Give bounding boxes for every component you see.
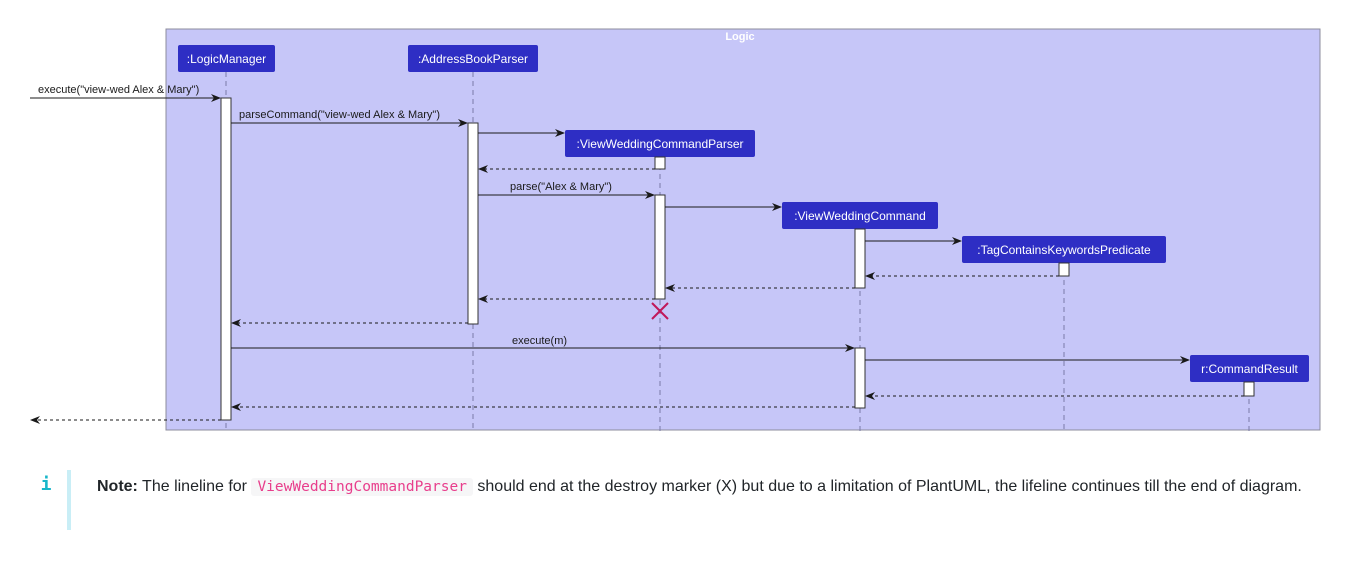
participant-label: :AddressBookParser [418,52,528,66]
activation-tckp-create [1058,262,1070,277]
message-label: parseCommand("view-wed Alex & Mary") [239,109,440,121]
sequence-diagram: Logic :LogicManager :AddressBookParser :… [30,28,1321,432]
note-callout: i Note: The lineline for ViewWeddingComm… [37,470,1327,530]
note-code: ViewWeddingCommandParser [251,478,473,496]
logic-frame [165,28,1321,431]
activations [220,97,1255,421]
activation-vwcp-create [654,156,666,170]
note-text-after: should end at the destroy marker (X) but… [472,478,1302,495]
destroy-marker-icon [651,302,669,320]
participant-label: r:CommandResult [1201,362,1298,376]
info-icon: i [40,474,52,495]
participant-view-wedding-command-parser [565,130,755,157]
message-label: execute(m) [512,335,567,347]
activation-vwc-execute [854,347,866,409]
note-text: Note: The lineline for ViewWeddingComman… [97,473,1327,501]
participant-label: :TagContainsKeywordsPredicate [977,243,1151,257]
participant-label: :ViewWeddingCommandParser [577,137,744,151]
callout-bar [67,470,71,530]
participant-label: :LogicManager [187,52,266,66]
activation-command-result [1243,381,1255,397]
message-label: parse("Alex & Mary") [510,181,612,193]
participant-address-book-parser [408,45,538,72]
participant-view-wedding-command [782,202,938,229]
activation-address-book-parser [467,122,479,325]
note-text-before: The lineline for [137,478,252,495]
message-label: execute("view-wed Alex & Mary") [38,84,199,96]
activation-logic-manager [220,97,232,421]
participant-tag-contains-keywords-predicate [962,236,1166,263]
frame-title: Logic [725,31,754,43]
participant-logic-manager [178,45,275,72]
note-label: Note: [97,478,138,495]
participant-command-result [1190,355,1309,382]
activation-vwcp-parse [654,194,666,300]
participant-label: :ViewWeddingCommand [794,209,926,223]
activation-vwc-create [854,228,866,289]
